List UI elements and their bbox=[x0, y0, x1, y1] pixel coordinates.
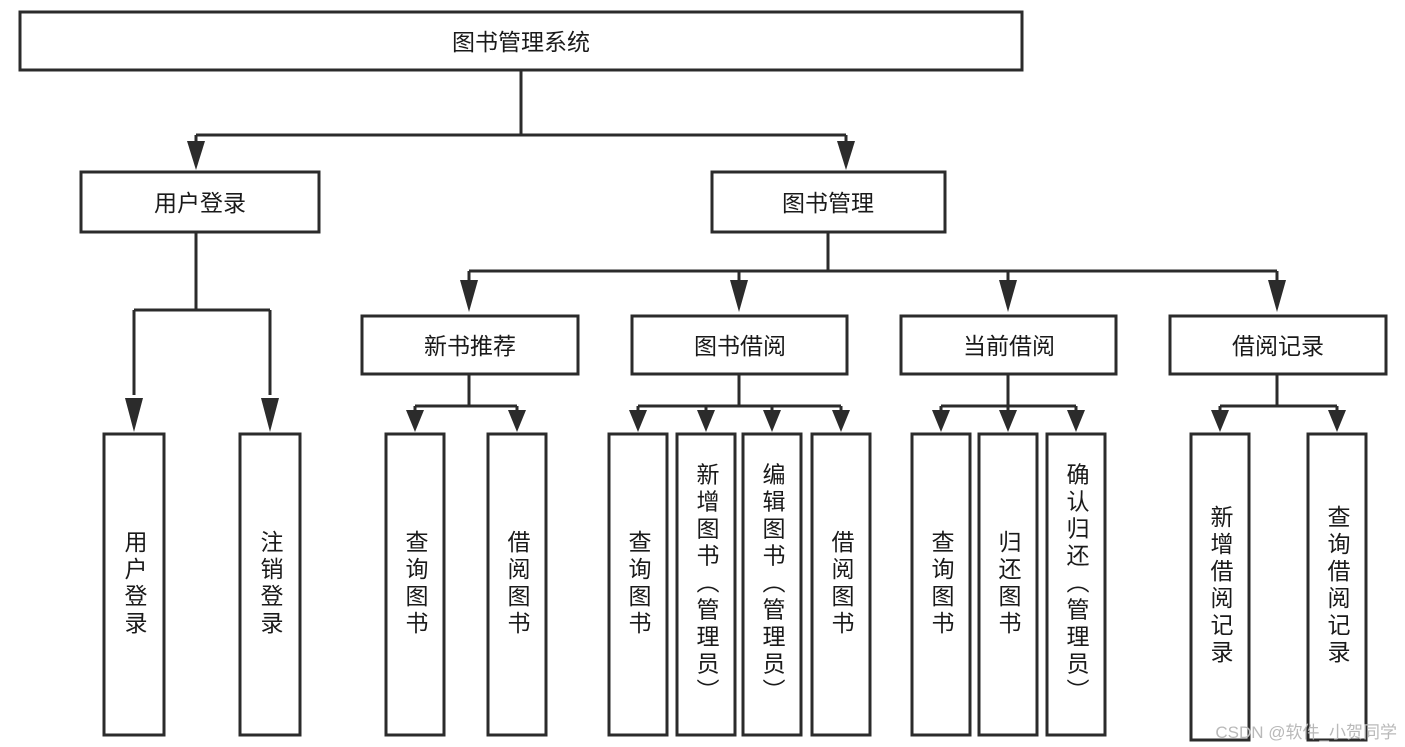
node-borrow-record-label: 借阅记录 bbox=[1232, 333, 1324, 359]
node-leaf-edit-book[interactable]: 编辑图书（管理员） bbox=[741, 432, 803, 737]
node-borrow-record-box[interactable] bbox=[1168, 314, 1388, 376]
node-leaf-add-book[interactable]: 新增图书（管理员） bbox=[675, 432, 737, 737]
node-leaf-query-book-2[interactable]: 查询图书 bbox=[607, 432, 669, 737]
node-leaf-borrow-book-2[interactable]: 借阅图书 bbox=[810, 432, 872, 737]
node-leaf-add-record[interactable]: 新增借阅记录 bbox=[1189, 432, 1251, 742]
node-root[interactable]: 图书管理系统 bbox=[18, 10, 1024, 72]
connector-userlogin-to-leaves bbox=[125, 233, 279, 432]
node-leaf-query-book-1-box[interactable] bbox=[384, 432, 446, 737]
node-book-manage[interactable]: 图书管理 bbox=[710, 170, 947, 234]
node-user-login[interactable]: 用户登录 bbox=[79, 170, 321, 234]
node-book-manage-label: 图书管理 bbox=[782, 190, 874, 216]
node-leaf-add-record-box[interactable] bbox=[1189, 432, 1251, 742]
node-leaf-logout[interactable]: 注销登录 bbox=[238, 432, 302, 737]
node-leaf-add-record-label: 新增借阅记录 bbox=[1207, 505, 1234, 667]
node-current-borrow-label: 当前借阅 bbox=[963, 333, 1055, 359]
node-leaf-user-login-box[interactable] bbox=[102, 432, 166, 737]
node-book-borrow-label: 图书借阅 bbox=[694, 333, 786, 359]
node-borrow-record[interactable]: 借阅记录 bbox=[1168, 314, 1388, 376]
connector-bookmanage-to-level3 bbox=[460, 233, 1286, 312]
connector-root-to-level2 bbox=[187, 70, 855, 170]
node-leaf-user-login-label: 用户登录 bbox=[121, 530, 148, 638]
connectors-layer bbox=[125, 70, 1346, 432]
node-leaf-query-record-box[interactable] bbox=[1306, 432, 1368, 742]
node-user-login-box[interactable] bbox=[79, 170, 321, 234]
connector-currentborrow-to-leaves bbox=[932, 375, 1085, 432]
connector-newbook-to-leaves bbox=[406, 375, 526, 432]
node-new-book-rec-box[interactable] bbox=[360, 314, 580, 376]
node-current-borrow-box[interactable] bbox=[899, 314, 1118, 376]
node-leaf-query-book-3-label: 查询图书 bbox=[928, 530, 955, 638]
node-leaf-return-book[interactable]: 归还图书 bbox=[977, 432, 1039, 737]
node-book-borrow-box[interactable] bbox=[630, 314, 849, 376]
node-root-label: 图书管理系统 bbox=[452, 29, 590, 55]
node-leaf-confirm-return-label: 确认归还（管理员） bbox=[1063, 463, 1090, 706]
node-leaf-query-book-1-label: 查询图书 bbox=[402, 530, 429, 638]
node-book-manage-box[interactable] bbox=[710, 170, 947, 234]
node-root-box[interactable] bbox=[18, 10, 1024, 72]
node-leaf-return-book-label: 归还图书 bbox=[995, 530, 1022, 638]
node-leaf-borrow-book-1[interactable]: 借阅图书 bbox=[486, 432, 548, 737]
node-leaf-logout-box[interactable] bbox=[238, 432, 302, 737]
node-leaf-logout-label: 注销登录 bbox=[257, 530, 284, 638]
node-leaf-user-login[interactable]: 用户登录 bbox=[102, 432, 166, 737]
node-leaf-return-book-box[interactable] bbox=[977, 432, 1039, 737]
node-leaf-confirm-return[interactable]: 确认归还（管理员） bbox=[1045, 432, 1107, 737]
connector-bookborrow-to-leaves bbox=[629, 375, 850, 432]
node-leaf-query-book-1[interactable]: 查询图书 bbox=[384, 432, 446, 737]
connector-borrowrecord-to-leaves bbox=[1211, 375, 1346, 432]
node-leaf-add-book-box[interactable] bbox=[675, 432, 737, 737]
node-leaf-borrow-book-1-box[interactable] bbox=[486, 432, 548, 737]
node-leaf-query-book-3-box[interactable] bbox=[910, 432, 972, 737]
node-user-login-label: 用户登录 bbox=[154, 190, 246, 216]
node-leaf-confirm-return-box[interactable] bbox=[1045, 432, 1107, 737]
node-leaf-edit-book-box[interactable] bbox=[741, 432, 803, 737]
node-book-borrow[interactable]: 图书借阅 bbox=[630, 314, 849, 376]
node-leaf-borrow-book-2-box[interactable] bbox=[810, 432, 872, 737]
node-new-book-rec[interactable]: 新书推荐 bbox=[360, 314, 580, 376]
node-current-borrow[interactable]: 当前借阅 bbox=[899, 314, 1118, 376]
node-leaf-query-book-2-label: 查询图书 bbox=[625, 530, 652, 638]
node-leaf-query-book-2-box[interactable] bbox=[607, 432, 669, 737]
node-leaf-query-record-label: 查询借阅记录 bbox=[1324, 505, 1351, 667]
node-leaf-borrow-book-1-label: 借阅图书 bbox=[504, 530, 531, 638]
node-leaf-query-record[interactable]: 查询借阅记录 bbox=[1306, 432, 1368, 742]
node-leaf-borrow-book-2-label: 借阅图书 bbox=[828, 530, 855, 638]
node-leaf-edit-book-label: 编辑图书（管理员） bbox=[759, 463, 786, 706]
node-new-book-rec-label: 新书推荐 bbox=[424, 333, 516, 359]
node-leaf-add-book-label: 新增图书（管理员） bbox=[693, 463, 720, 706]
node-leaf-query-book-3[interactable]: 查询图书 bbox=[910, 432, 972, 737]
